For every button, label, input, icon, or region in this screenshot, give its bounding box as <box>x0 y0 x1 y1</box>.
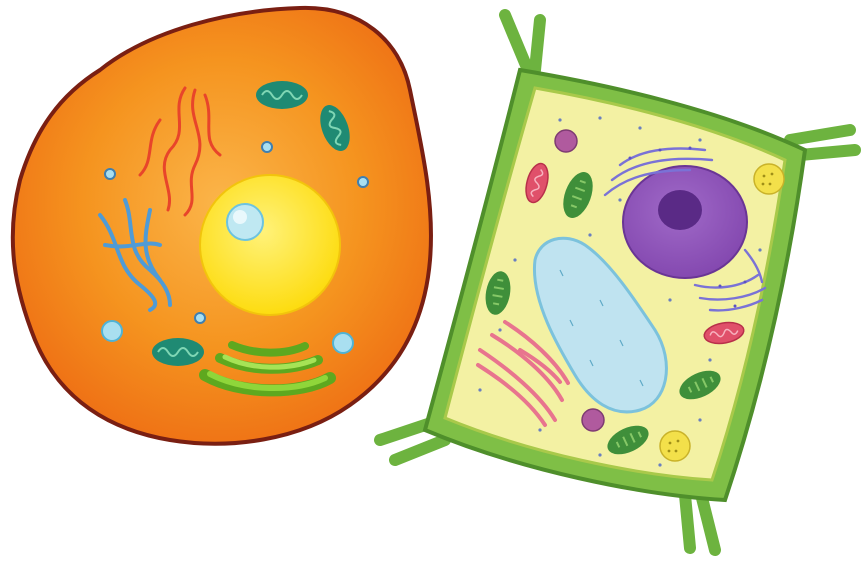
animal-mitochondrion-3 <box>152 338 204 366</box>
animal-nucleolus <box>227 204 263 240</box>
animal-vesicle-5 <box>358 177 368 187</box>
plant-nucleolus <box>658 190 702 230</box>
plant-vesicle-purple-2 <box>582 409 604 431</box>
animal-nucleus <box>200 175 340 315</box>
animal-nucleolus-highlight <box>233 210 247 224</box>
plant-vesicle-purple-1 <box>555 130 577 152</box>
animal-mitochondrion-1 <box>256 81 308 109</box>
animal-vesicle-3 <box>105 169 115 179</box>
plant-peroxisome-2 <box>660 431 690 461</box>
animal-vesicle-2 <box>333 333 353 353</box>
plant-peroxisome-1 <box>754 164 784 194</box>
animal-vesicle-4 <box>262 142 272 152</box>
animal-vesicle-6 <box>195 313 205 323</box>
plant-cell <box>380 15 855 550</box>
animal-cell <box>13 8 431 444</box>
animal-vesicle-1 <box>102 321 122 341</box>
